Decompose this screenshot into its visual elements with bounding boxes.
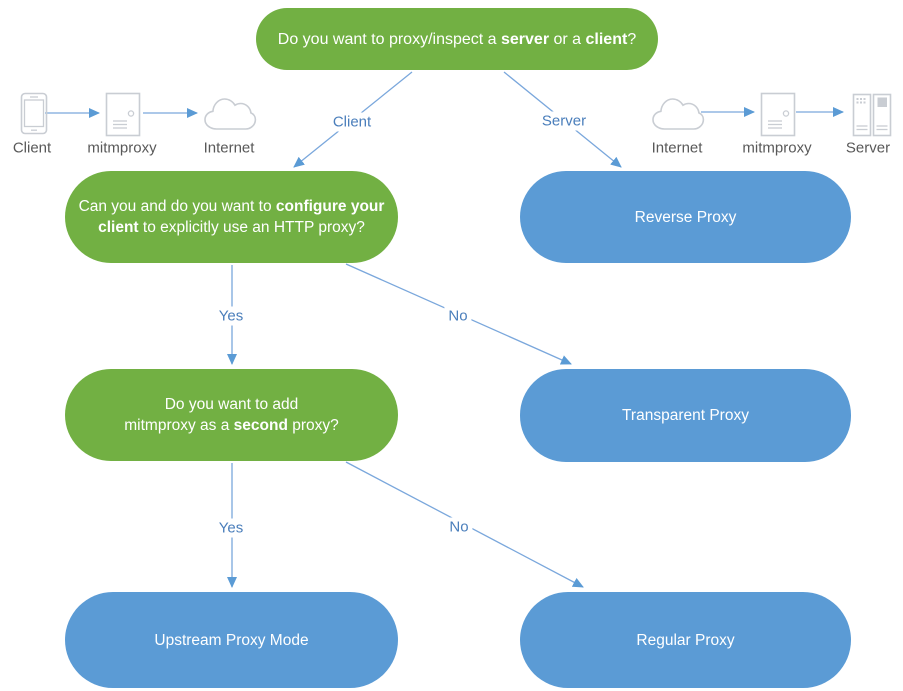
- caption-mitmproxy-left: mitmproxy: [87, 139, 157, 157]
- result-node-regular-proxy: Regular Proxy: [520, 592, 851, 688]
- document-server-icon: [760, 92, 796, 137]
- phone-icon: [20, 92, 48, 135]
- rack-server-icon: [852, 93, 892, 137]
- result-node-reverse-proxy-text: Reverse Proxy: [634, 208, 737, 226]
- decision-node-configure-client-text: Can you and do you want to configure you…: [78, 198, 385, 236]
- cloud-icon: [203, 96, 257, 133]
- decision-node-server-or-client: Do you want to proxy/inspect a server or…: [256, 8, 658, 70]
- caption-internet-right: Internet: [651, 139, 703, 157]
- edge-label-no-2: No: [445, 517, 473, 537]
- result-node-upstream-proxy-text: Upstream Proxy Mode: [154, 631, 309, 649]
- document-server-icon: [105, 92, 141, 137]
- caption-client: Client: [12, 139, 52, 157]
- edge-label-no-1: No: [444, 306, 472, 326]
- result-node-reverse-proxy: Reverse Proxy: [520, 171, 851, 263]
- result-node-regular-proxy-text: Regular Proxy: [636, 631, 735, 649]
- edge-label-yes-2: Yes: [214, 518, 248, 538]
- edge-label-client: Client: [328, 112, 376, 132]
- decision-node-server-or-client-text: Do you want to proxy/inspect a server or…: [277, 30, 637, 48]
- result-node-transparent-proxy-text: Transparent Proxy: [622, 407, 749, 424]
- caption-server: Server: [845, 139, 891, 157]
- cloud-icon: [651, 96, 705, 133]
- decision-node-configure-client: Can you and do you want to configure you…: [65, 171, 398, 263]
- edge-label-server: Server: [537, 111, 591, 131]
- edge-label-yes-1: Yes: [214, 306, 248, 326]
- result-node-upstream-proxy: Upstream Proxy Mode: [65, 592, 398, 688]
- caption-internet-left: Internet: [203, 139, 255, 157]
- result-node-transparent-proxy: Transparent Proxy: [520, 369, 851, 462]
- caption-mitmproxy-right: mitmproxy: [742, 139, 812, 157]
